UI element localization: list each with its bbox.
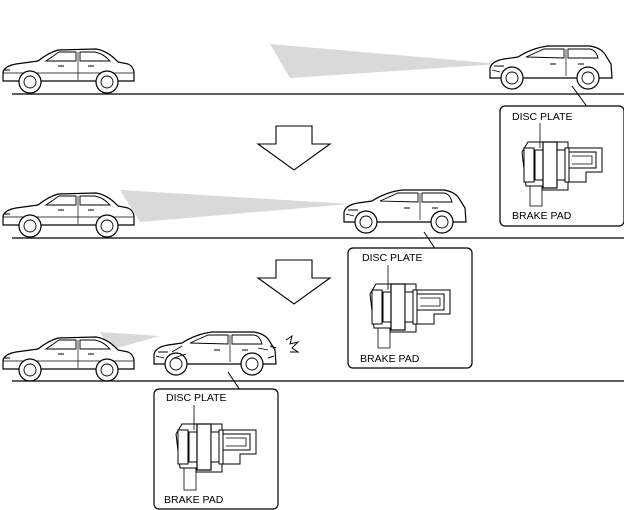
- callout-leader: [227, 371, 241, 391]
- sedan-car: [2, 192, 135, 238]
- down-arrow-icon: [257, 259, 331, 305]
- brake-pad-label: BRAKE PAD: [512, 210, 572, 222]
- suv-car: [489, 45, 613, 90]
- callout-leader: [571, 85, 589, 109]
- disc-plate-label: DISC PLATE: [166, 392, 227, 404]
- sedan-car: [2, 48, 135, 94]
- callout-leader: [423, 231, 437, 251]
- brake-pad-label: BRAKE PAD: [164, 494, 224, 506]
- headlight-shadow: [270, 44, 500, 78]
- disc-plate-label: DISC PLATE: [362, 252, 423, 264]
- disc-plate-label: DISC PLATE: [512, 111, 573, 123]
- brake-detail-box: DISC PLATE BRAKE PAD: [499, 105, 624, 227]
- down-arrow-icon: [257, 125, 331, 171]
- headlight-shadow: [120, 190, 350, 222]
- suv-car: [153, 331, 277, 376]
- scene-1: DISC PLATE BRAKE PAD: [2, 44, 624, 227]
- motion-marks: [171, 345, 269, 359]
- headlight-shadow: [100, 332, 160, 350]
- scene-2: DISC PLATE BRAKE PAD: [2, 189, 624, 369]
- collision-spark-icon: [267, 334, 300, 359]
- brake-detail-box: DISC PLATE BRAKE PAD: [347, 247, 473, 369]
- scene-3: DISC PLATE BRAKE PAD: [2, 331, 624, 510]
- suv-car: [343, 189, 467, 234]
- brake-detail-box: DISC PLATE BRAKE PAD: [153, 388, 279, 510]
- brake-pad-label: BRAKE PAD: [360, 353, 420, 365]
